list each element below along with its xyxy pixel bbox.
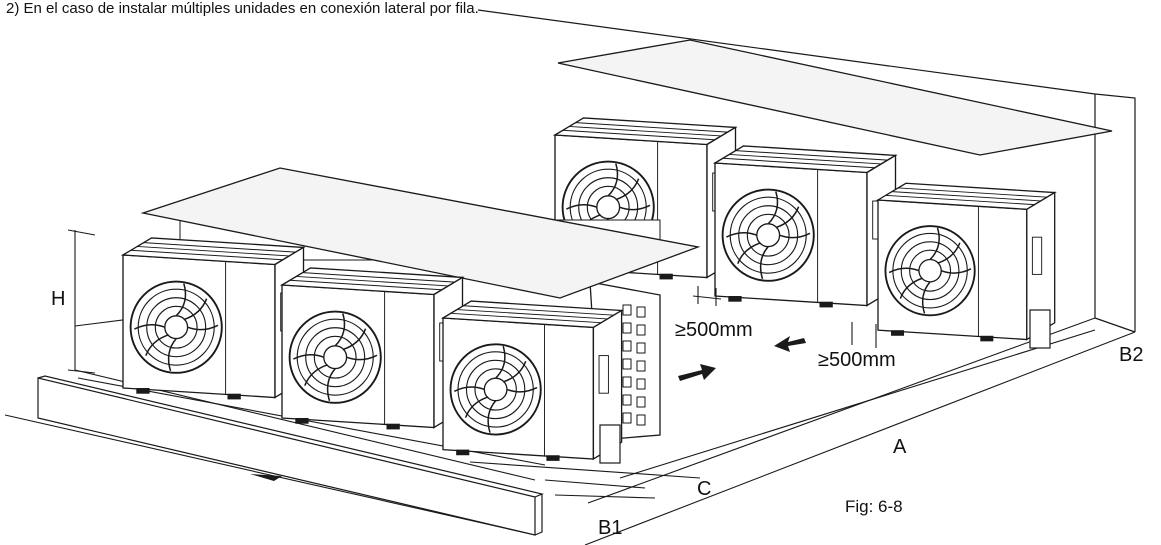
caption-text: 2) En el caso de instalar múltiples unid… [6, 0, 479, 17]
spacing-marker-1 [692, 286, 722, 306]
airflow-arrow-out-icon [774, 336, 806, 352]
label-b1: B1 [598, 517, 623, 539]
canopy-front [140, 167, 701, 299]
label-h: H [51, 288, 66, 310]
ground-lines [4, 264, 1136, 545]
spacing-marker-2 [851, 322, 877, 348]
ac-unit-front-3 [442, 300, 623, 462]
label-spacing-1: ≥500mm [675, 319, 753, 341]
front-wall [37, 375, 544, 536]
ac-unit-rear-3 [877, 182, 1056, 343]
ac-unit-rear-2 [714, 144, 897, 309]
height-dimension [67, 229, 96, 374]
direction-arrow-icon [250, 474, 282, 481]
label-b2: B2 [1119, 344, 1144, 366]
service-cover-icon [599, 424, 621, 464]
label-a: A [893, 436, 907, 458]
label-spacing-2: ≥500mm [818, 349, 896, 371]
figure-label: Fig: 6-8 [845, 497, 903, 516]
ac-unit-front-2 [281, 266, 464, 431]
label-c: C [697, 478, 712, 500]
canopy-rear [557, 39, 1113, 156]
airflow-arrow-in-icon [678, 364, 716, 381]
service-cover-icon [1029, 309, 1051, 349]
ac-unit-front-1 [122, 236, 305, 401]
